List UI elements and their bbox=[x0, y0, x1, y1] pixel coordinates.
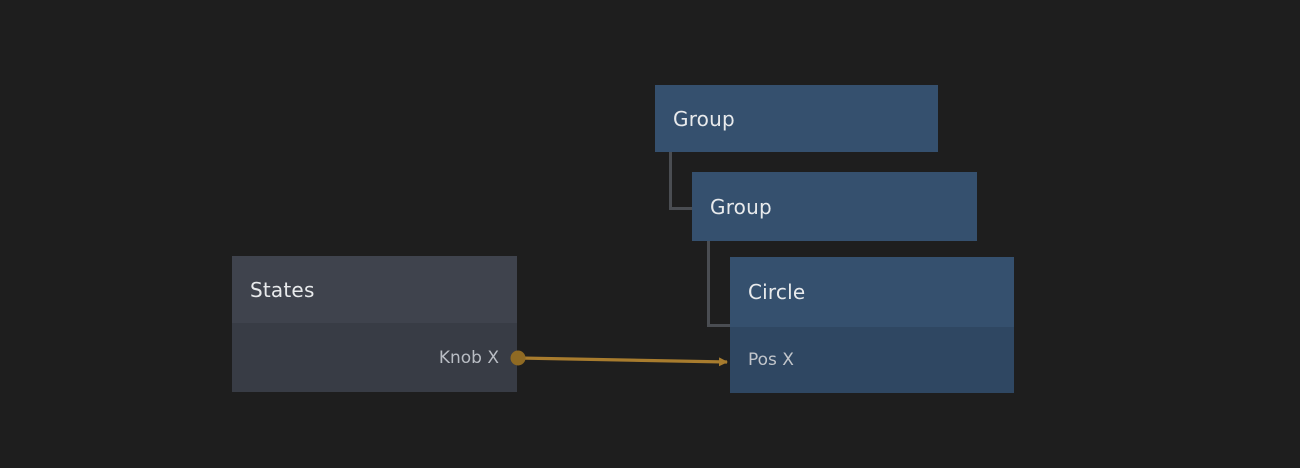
output-port-knob-x[interactable]: Knob X bbox=[232, 348, 517, 368]
node-circle-body: Pos X bbox=[730, 327, 1014, 393]
node-group-root-header[interactable]: Group bbox=[655, 85, 938, 152]
node-group-child-title: Group bbox=[710, 194, 772, 219]
tree-connector-group-to-group bbox=[669, 152, 693, 210]
node-states-header[interactable]: States bbox=[232, 256, 517, 323]
node-group-child-header[interactable]: Group bbox=[692, 172, 977, 241]
connection-knob-x-to-pos-x[interactable] bbox=[518, 356, 728, 367]
node-group-root[interactable]: Group bbox=[655, 85, 938, 152]
node-circle-header[interactable]: Circle bbox=[730, 257, 1014, 327]
output-port-dot-icon[interactable] bbox=[510, 350, 526, 366]
node-group-root-title: Group bbox=[673, 106, 735, 131]
node-states-body: Knob X bbox=[232, 323, 517, 392]
node-states[interactable]: States Knob X bbox=[232, 256, 517, 392]
input-port-pos-x-label: Pos X bbox=[748, 350, 794, 370]
tree-connector-group-to-circle bbox=[707, 241, 731, 327]
output-port-knob-x-label: Knob X bbox=[438, 347, 499, 368]
input-port-pos-x[interactable]: Pos X bbox=[730, 350, 1014, 370]
node-circle-title: Circle bbox=[748, 280, 806, 304]
node-group-child[interactable]: Group bbox=[692, 172, 977, 241]
node-states-title: States bbox=[250, 277, 315, 302]
node-circle[interactable]: Circle Pos X bbox=[730, 257, 1014, 393]
